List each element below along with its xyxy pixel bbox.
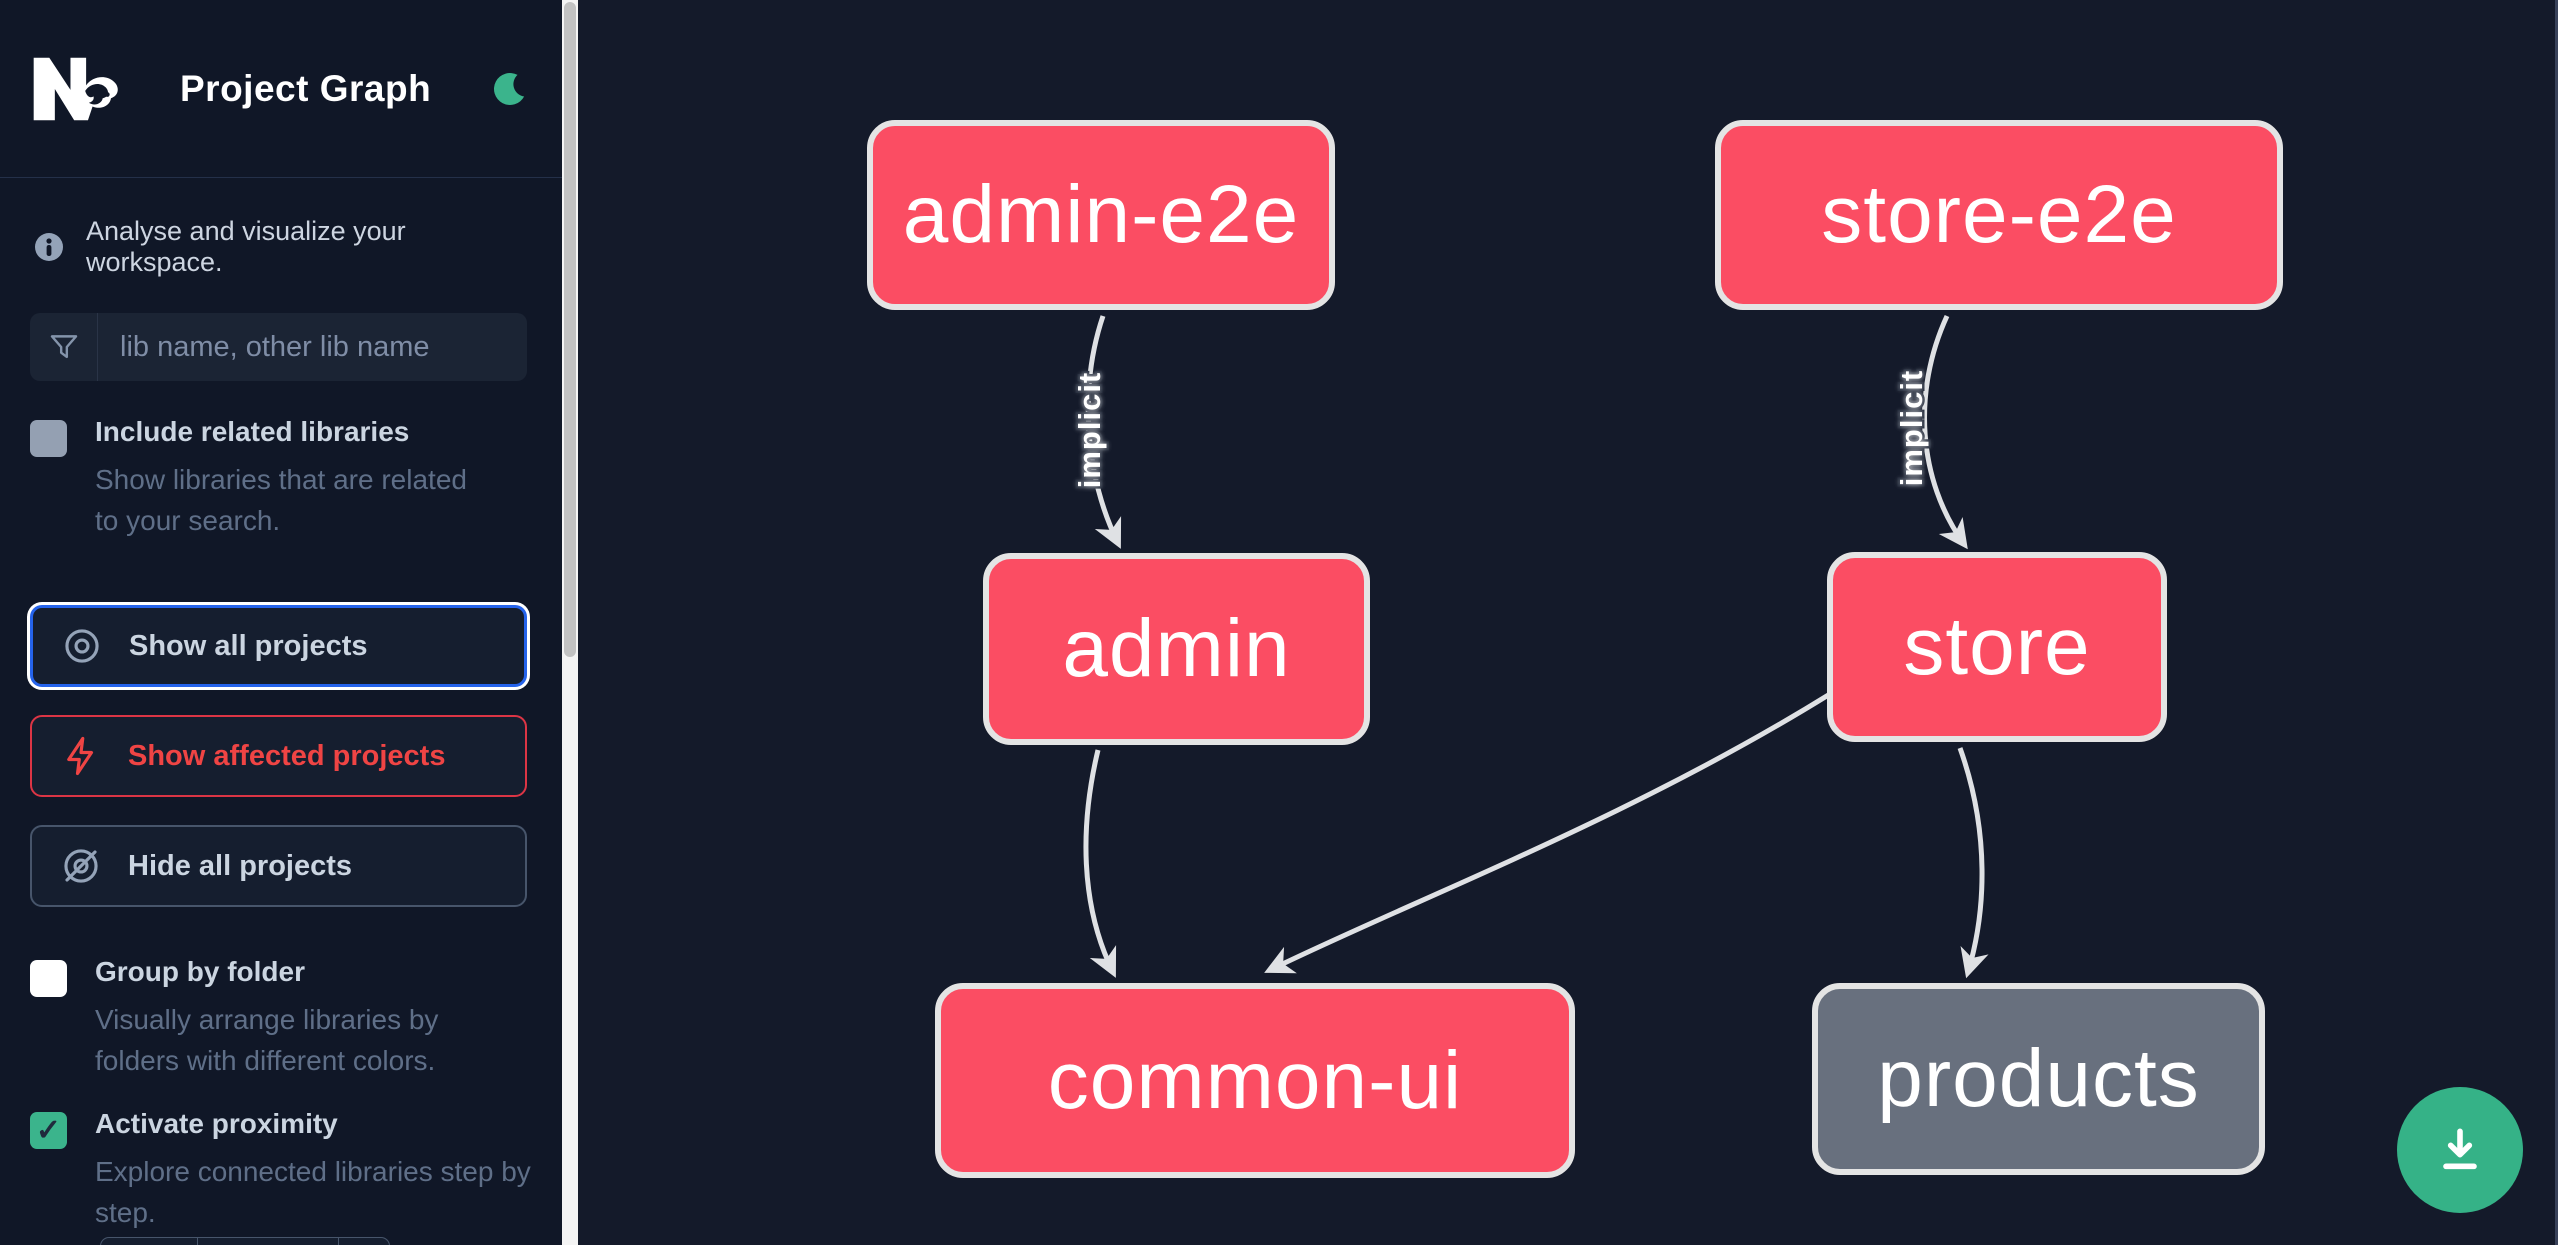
- show-affected-projects-button[interactable]: Show affected projects: [30, 715, 527, 797]
- search-input[interactable]: [98, 313, 527, 381]
- filter-search: [30, 313, 527, 381]
- nx-logo: [33, 57, 118, 120]
- edge-label-implicit: implicit: [1070, 369, 1110, 491]
- scrollbar-thumb[interactable]: [564, 2, 576, 657]
- checkbox-label: Include related libraries: [95, 416, 410, 447]
- activate-proximity-option: ✓ Activate proximity Explore connected l…: [30, 1110, 540, 1233]
- workspace-info: Analyse and visualize your workspace.: [0, 178, 562, 278]
- activate-proximity-checkbox[interactable]: ✓: [30, 1112, 67, 1149]
- edge-store-e2e-to-store[interactable]: [1922, 314, 1968, 550]
- checkbox-description: Explore connected libraries step by step…: [95, 1156, 531, 1228]
- edge-store-to-products[interactable]: [1957, 747, 1989, 979]
- group-by-folder-checkbox[interactable]: [30, 960, 67, 997]
- graph-node-admin-e2e[interactable]: admin-e2e: [867, 120, 1335, 310]
- hide-all-projects-button[interactable]: Hide all projects: [30, 825, 527, 907]
- graph-node-store[interactable]: store: [1827, 552, 2167, 742]
- dependency-edges: [1083, 314, 1989, 979]
- edge-label-implicit: implicit: [1892, 367, 1932, 489]
- graph-node-common-ui[interactable]: common-ui: [935, 983, 1575, 1178]
- bolt-icon: [67, 736, 94, 776]
- sidebar-header: Project Graph: [0, 0, 562, 178]
- window-edge: [2555, 0, 2558, 1245]
- checkbox-label: Activate proximity: [95, 1108, 338, 1139]
- graph-node-store-e2e[interactable]: store-e2e: [1715, 120, 2283, 310]
- show-all-projects-button[interactable]: Show all projects: [30, 605, 527, 687]
- project-graph-canvas[interactable]: admin-e2e store-e2e admin store common-ui pro…: [578, 0, 2558, 1245]
- button-label: Show all projects: [129, 629, 368, 662]
- download-icon: [2443, 1128, 2477, 1170]
- info-icon: [35, 233, 63, 261]
- checkbox-description: Visually arrange libraries by folders wi…: [95, 1004, 439, 1076]
- include-related-checkbox[interactable]: [30, 420, 67, 457]
- eye-off-icon: [64, 849, 98, 883]
- graph-node-admin[interactable]: admin: [983, 553, 1370, 745]
- save-graph-image-button[interactable]: [2397, 1087, 2523, 1213]
- button-label: Hide all projects: [128, 849, 353, 882]
- proximity-depth-stepper[interactable]: [100, 1237, 390, 1245]
- edge-admin-to-common-ui[interactable]: [1083, 749, 1117, 978]
- info-text: Analyse and visualize your workspace.: [86, 216, 406, 277]
- edge-store-to-common-ui[interactable]: [1264, 691, 1832, 974]
- edge-admin-e2e-to-admin[interactable]: [1085, 315, 1122, 549]
- checkbox-label: Group by folder: [95, 956, 305, 987]
- dark-mode-toggle-moon-icon[interactable]: [488, 67, 532, 111]
- include-related-libraries-option: Include related libraries Show libraries…: [30, 418, 540, 541]
- eye-icon: [65, 629, 99, 663]
- page-title: Project Graph: [180, 67, 432, 109]
- button-label: Show affected projects: [128, 739, 446, 772]
- graph-node-products[interactable]: products: [1812, 983, 2265, 1175]
- group-by-folder-option: Group by folder Visually arrange librari…: [30, 958, 540, 1081]
- sidebar: Project Graph Analyse and visualize your…: [0, 0, 562, 1245]
- funnel-filter-icon: [30, 313, 98, 381]
- checkbox-description: Show libraries that are related to your …: [95, 464, 467, 536]
- sidebar-scrollbar[interactable]: [562, 0, 578, 1245]
